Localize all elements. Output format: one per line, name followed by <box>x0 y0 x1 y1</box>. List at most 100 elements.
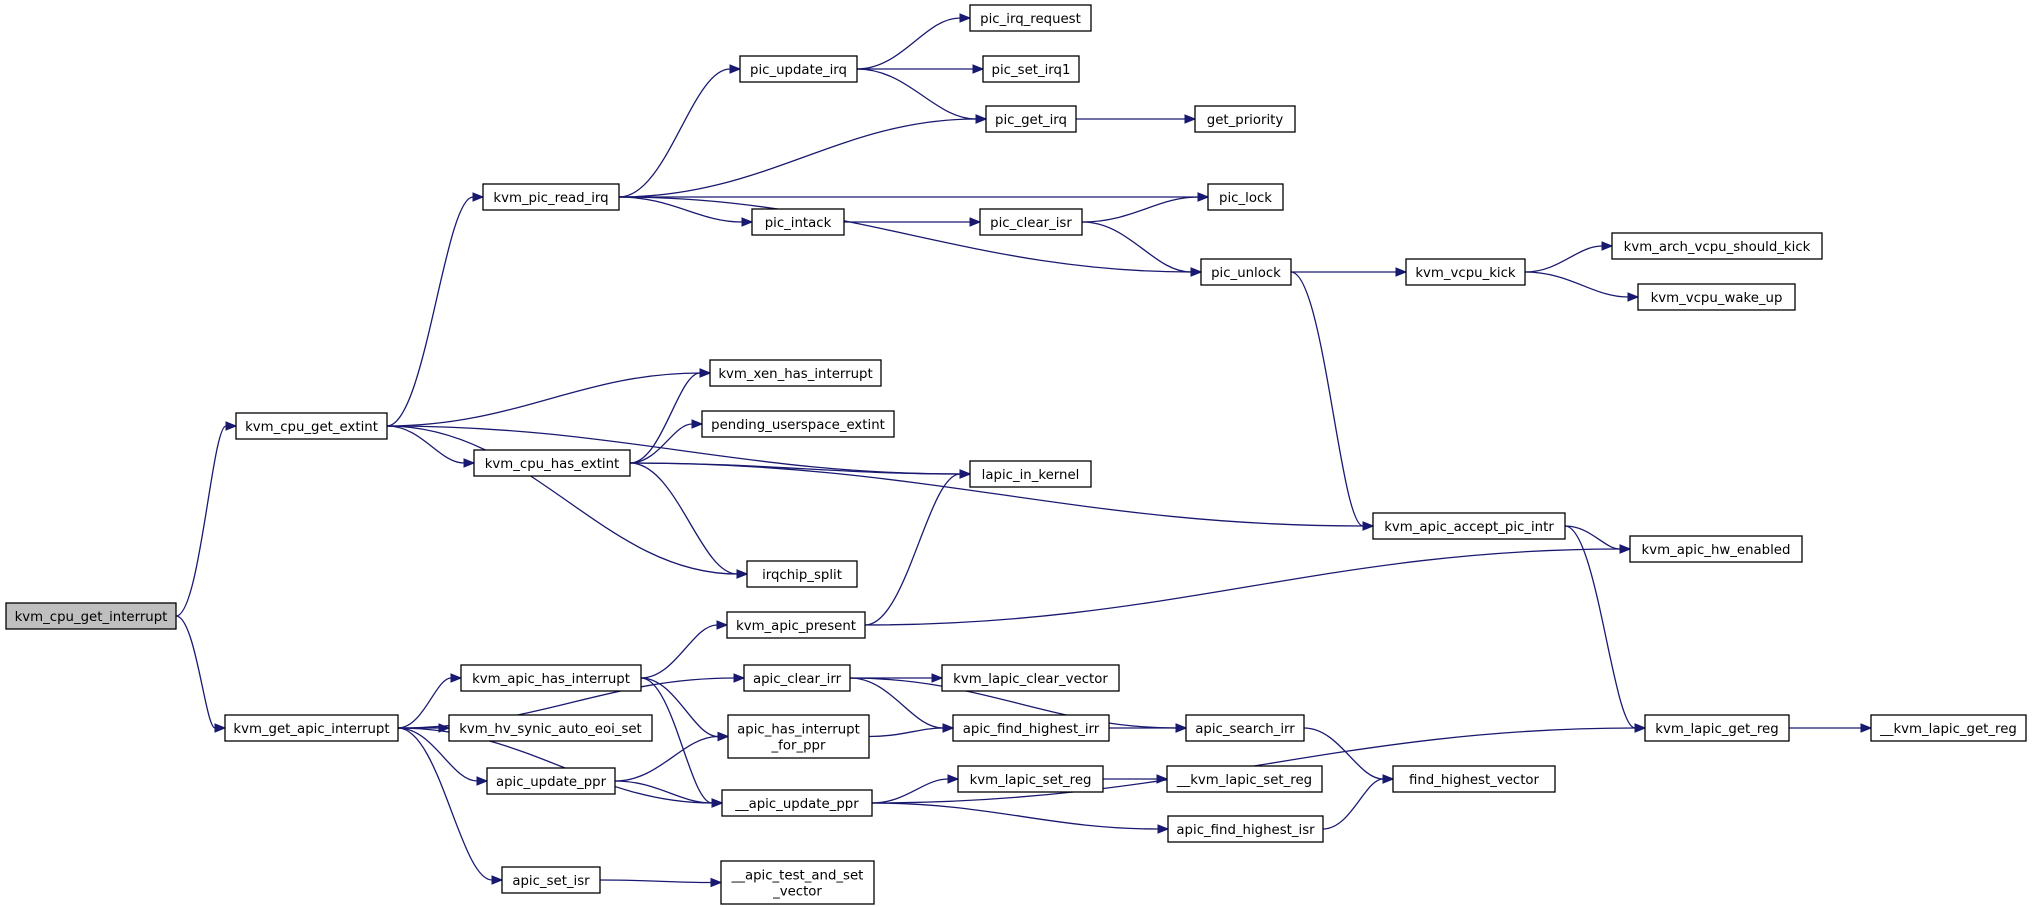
node-apic-accept-pic-intr[interactable]: kvm_apic_accept_pic_intr <box>1372 512 1566 540</box>
edge-cpu-get-extint-to-irqchip-split <box>386 425 749 579</box>
edge-pic-read-irq-to-pic-intack <box>618 196 754 227</box>
node-label: pic_unlock <box>1211 266 1281 281</box>
node-apic-has-interrupt[interactable]: kvm_apic_has_interrupt <box>460 664 642 692</box>
node-get-priority[interactable]: get_priority <box>1194 105 1296 133</box>
node-apic-find-highest-isr[interactable]: apic_find_highest_isr <box>1167 815 1324 843</box>
node-lapic-get-reg[interactable]: __kvm_lapic_get_reg <box>1870 714 2027 742</box>
node-label: kvm_cpu_has_extint <box>485 457 620 472</box>
edge-pic-get-irq-to-get-priority <box>1076 114 1197 124</box>
node-label: kvm_get_apic_interrupt <box>233 722 389 737</box>
node-pic-lock[interactable]: pic_lock <box>1207 183 1284 211</box>
node-pic-unlock[interactable]: pic_unlock <box>1200 258 1292 286</box>
node-apic-set-isr[interactable]: apic_set_isr <box>501 866 601 894</box>
node-arch-vcpu-should-kick[interactable]: kvm_arch_vcpu_should_kick <box>1611 232 1823 260</box>
node-apic-test-and-set-vector[interactable]: __apic_test_and_set_vector <box>720 860 875 905</box>
node-pic-get-irq[interactable]: pic_get_irq <box>985 105 1077 133</box>
edge-cpu-get-extint-to-xen-has-interrupt <box>386 368 712 427</box>
call-edges <box>175 13 1873 888</box>
node-pic-irq-request[interactable]: pic_irq_request <box>969 4 1092 32</box>
node-label: __apic_update_ppr <box>734 797 859 812</box>
node-lapic-set-reg[interactable]: kvm_lapic_set_reg <box>957 765 1104 793</box>
node-apic-clear-irr[interactable]: apic_clear_irr <box>743 664 851 692</box>
edge-get-apic-interrupt-to-apic-has-interrupt <box>397 673 463 729</box>
node-cpu-has-extint[interactable]: kvm_cpu_has_extint <box>473 449 631 477</box>
node-label: apic_search_irr <box>1195 722 1295 737</box>
node-label: lapic_in_kernel <box>982 468 1080 483</box>
node-label: pic_lock <box>1219 191 1272 206</box>
edge-apic-update-ppr-to-lapic-set-reg <box>871 774 960 804</box>
node-label: kvm_apic_hw_enabled <box>1642 543 1791 558</box>
node-label: kvm_xen_has_interrupt <box>718 367 872 382</box>
node-vcpu-wake-up[interactable]: kvm_vcpu_wake_up <box>1637 283 1796 311</box>
edge-apic-update-ppr-to-apic-find-highest-isr <box>871 802 1170 834</box>
node-apic-update-ppr[interactable]: apic_update_ppr <box>486 767 616 795</box>
node-label: pic_update_irq <box>750 63 847 78</box>
edge-apic-has-interrupt-to-apic-present <box>640 620 729 679</box>
node-label: get_priority <box>1207 113 1284 128</box>
node-label: apic_set_isr <box>512 874 590 889</box>
node-pic-set-irq1[interactable]: pic_set_irq1 <box>982 55 1080 83</box>
node-irqchip-split[interactable]: irqchip_split <box>746 560 858 588</box>
node-hv-synic-auto-eoi-set[interactable]: kvm_hv_synic_auto_eoi_set <box>448 714 653 742</box>
node-label: pic_intack <box>765 216 832 231</box>
edge-vcpu-kick-to-vcpu-wake-up <box>1524 271 1640 302</box>
node-label: kvm_lapic_set_reg <box>970 773 1092 788</box>
node-label: kvm_apic_present <box>736 619 856 634</box>
node-label: apic_clear_irr <box>753 672 842 687</box>
node-apic-has-interrupt-for-ppr[interactable]: apic_has_interrupt_for_ppr <box>727 714 870 759</box>
edge-apic-present-to-lapic-in-kernel <box>864 469 972 626</box>
node-pic-read-irq[interactable]: kvm_pic_read_irq <box>482 183 620 211</box>
node-label: apic_find_highest_isr <box>1176 823 1315 838</box>
node-xen-has-interrupt[interactable]: kvm_xen_has_interrupt <box>709 359 882 387</box>
node-label: apic_find_highest_irr <box>963 722 1100 737</box>
node-lapic-set-reg[interactable]: __kvm_lapic_set_reg <box>1166 765 1323 793</box>
edge-get-apic-interrupt-to-apic-set-isr <box>397 727 504 885</box>
node-label: kvm_vcpu_kick <box>1415 266 1516 281</box>
node-label: kvm_lapic_get_reg <box>1655 722 1778 737</box>
edge-root-to-cpu-get-extint <box>175 421 238 617</box>
node-label: kvm_cpu_get_interrupt <box>15 610 168 625</box>
node-lapic-get-reg[interactable]: kvm_lapic_get_reg <box>1644 714 1790 742</box>
node-label: pic_set_irq1 <box>992 63 1071 78</box>
node-get-apic-interrupt[interactable]: kvm_get_apic_interrupt <box>224 714 399 742</box>
node-pic-intack[interactable]: pic_intack <box>751 208 845 236</box>
node-label: _vector <box>772 885 822 900</box>
node-label: _for_ppr <box>771 739 826 754</box>
node-apic-find-highest-irr[interactable]: apic_find_highest_irr <box>952 714 1110 742</box>
edge-get-apic-interrupt-to-apic-update-ppr <box>397 727 489 786</box>
node-pic-update-irq[interactable]: pic_update_irq <box>739 55 858 83</box>
node-vcpu-kick[interactable]: kvm_vcpu_kick <box>1405 258 1526 286</box>
edge-pic-update-irq-to-pic-irq-request <box>856 13 972 70</box>
node-pic-clear-isr[interactable]: pic_clear_isr <box>979 208 1083 236</box>
node-apic-update-ppr[interactable]: __apic_update_ppr <box>721 789 873 817</box>
node-label: irqchip_split <box>762 568 842 583</box>
node-label: apic_has_interrupt <box>737 723 860 738</box>
node-root[interactable]: kvm_cpu_get_interrupt <box>5 602 177 630</box>
node-label: find_highest_vector <box>1409 773 1540 788</box>
node-label: pic_irq_request <box>980 12 1081 27</box>
node-label: __apic_test_and_set <box>731 869 864 884</box>
node-pending-userspace-extint[interactable]: pending_userspace_extint <box>701 410 895 438</box>
edge-pic-read-irq-to-pic-lock <box>619 192 1210 202</box>
node-label: __kvm_lapic_get_reg <box>1879 722 2017 737</box>
node-apic-present[interactable]: kvm_apic_present <box>726 611 866 639</box>
node-find-highest-vector[interactable]: find_highest_vector <box>1392 765 1556 793</box>
node-label: kvm_hv_synic_auto_eoi_set <box>459 722 642 737</box>
node-label: pic_clear_isr <box>990 216 1072 231</box>
edge-pic-update-irq-to-pic-set-irq1 <box>857 64 985 74</box>
node-apic-search-irr[interactable]: apic_search_irr <box>1185 714 1305 742</box>
edge-cpu-get-extint-to-cpu-has-extint <box>386 425 476 468</box>
node-lapic-clear-vector[interactable]: kvm_lapic_clear_vector <box>941 664 1120 692</box>
edge-apic-has-interrupt-to-apic-has-interrupt-for-ppr <box>640 677 730 742</box>
node-apic-hw-enabled[interactable]: kvm_apic_hw_enabled <box>1629 535 1803 563</box>
edge-pic-read-irq-to-pic-unlock <box>618 196 1203 277</box>
node-label: kvm_arch_vcpu_should_kick <box>1624 240 1811 255</box>
node-label: pic_get_irq <box>995 113 1067 128</box>
node-label: kvm_vcpu_wake_up <box>1651 291 1783 306</box>
edge-cpu-has-extint-to-pending-userspace-extint <box>629 419 704 464</box>
edge-apic-set-isr-to-apic-test-and-set-vector <box>599 877 723 888</box>
node-label: kvm_apic_has_interrupt <box>472 672 630 687</box>
node-cpu-get-extint[interactable]: kvm_cpu_get_extint <box>235 412 388 440</box>
node-lapic-in-kernel[interactable]: lapic_in_kernel <box>969 460 1092 488</box>
